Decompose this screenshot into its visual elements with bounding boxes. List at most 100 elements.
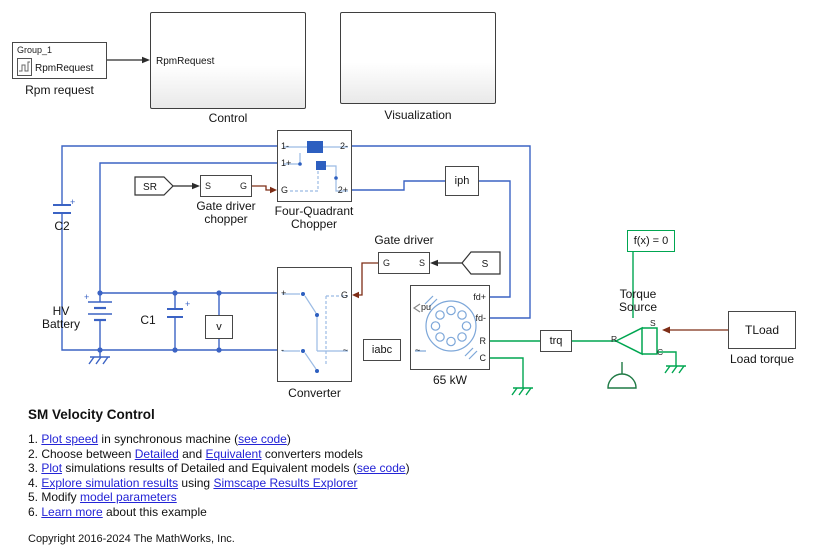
port-label-c: C [657, 347, 664, 357]
wire-torquesource-c-ground[interactable] [658, 351, 677, 366]
link-see-code-2[interactable]: see code [356, 461, 406, 476]
gate-driver-chopper-block[interactable]: S G [200, 175, 252, 197]
link-learn-more[interactable]: Learn more [41, 504, 103, 519]
motor-label: 65 kW [432, 373, 467, 387]
note-text: about this example [102, 504, 207, 519]
copyright-text: Copyright 2016-2024 The MathWorks, Inc. [28, 533, 235, 545]
note-text: simulations results of Detailed and Equi… [62, 461, 357, 476]
note-text: converters models [261, 446, 363, 461]
synchronous-machine-block[interactable]: pu ~ fd+ fd- R C [410, 285, 490, 370]
converter-icon [282, 292, 348, 373]
hv-battery-label: HV Battery [41, 304, 80, 331]
note-item-4: 4. Explore simulation results using Sims… [28, 476, 798, 491]
c1-label: C1 [140, 313, 156, 327]
mechanical-ground-icon-1[interactable] [511, 387, 533, 396]
wire-gatedriver-converter-g[interactable] [359, 262, 378, 296]
trq-sensor-block[interactable]: trq [540, 330, 572, 352]
port-label-g: G [340, 290, 348, 300]
arrowhead [352, 291, 359, 299]
capacitor-c2-icon[interactable] [53, 204, 71, 214]
port-label-plus: + [281, 288, 287, 298]
tload-block[interactable]: TLoad [728, 311, 796, 349]
link-plot-speed[interactable]: Plot speed [41, 432, 99, 446]
capacitor-c1-icon[interactable] [167, 293, 183, 350]
visualization-block[interactable] [340, 12, 496, 104]
note-item-1: 1. Plot speed in synchronous machine (se… [28, 432, 798, 447]
wire-motor-c-ground[interactable] [490, 357, 524, 388]
iabc-sensor-block[interactable]: iabc [363, 339, 401, 361]
rpm-request-block[interactable]: Group_1 RpmRequest [12, 42, 107, 79]
sr-tag-shape[interactable] [134, 176, 174, 196]
port-label-pu: pu [421, 302, 432, 312]
wire-bottom-rail[interactable] [61, 213, 277, 351]
port-label-minus: - [281, 345, 284, 355]
plus-sign: + [84, 292, 90, 302]
port-label-g: G [383, 258, 391, 268]
port-label-s: S [650, 318, 656, 328]
link-equivalent[interactable]: Equivalent [205, 446, 262, 461]
link-simscape-results-explorer[interactable]: Simscape Results Explorer [213, 475, 358, 490]
mechanical-ground-icon-2[interactable] [664, 365, 686, 374]
gate-driver-chopper-label: Gate driver chopper [196, 199, 256, 226]
wire-chopper-1minus-c2[interactable] [61, 145, 277, 205]
port-label-fdplus: fd+ [473, 292, 486, 302]
torque-source-block[interactable]: S R C [610, 318, 668, 362]
link-explore-simulation-results[interactable]: Explore simulation results [41, 475, 179, 490]
s-tag-label: S [481, 259, 489, 270]
motor-icon [412, 295, 478, 360]
electrical-ground-icon[interactable] [88, 350, 110, 365]
torque-source-icon[interactable] [614, 326, 658, 356]
note-text: 4. [28, 475, 42, 490]
four-quadrant-chopper-label: Four-Quadrant Chopper [274, 204, 354, 231]
reference-dome-icon[interactable] [607, 362, 637, 389]
control-label: Control [208, 111, 248, 125]
wire-chopper-2minus-fdminus[interactable] [352, 145, 531, 319]
port-label-ac: ~ [342, 345, 348, 355]
port-label-r: R [611, 334, 618, 344]
port-label-g: G [239, 181, 247, 191]
solver-block[interactable]: f(x) = 0 [627, 230, 675, 252]
voltage-sensor-block[interactable]: v [205, 315, 233, 339]
iph-label: iph [454, 175, 470, 187]
link-plot[interactable]: Plot [41, 461, 63, 476]
arrowhead [192, 182, 200, 190]
iph-sensor-block[interactable]: iph [445, 166, 479, 196]
link-model-parameters[interactable]: model parameters [80, 490, 177, 505]
arrowhead [662, 326, 670, 334]
note-item-5: 5. Modify model parameters [28, 490, 798, 505]
voltage-sensor-label: v [216, 321, 222, 333]
arrowhead [270, 186, 277, 194]
wire-gatedriver-chopper-g[interactable] [252, 185, 270, 191]
wire-iph-fdplus[interactable] [479, 180, 511, 298]
gate-driver-title: Gate driver [374, 233, 434, 247]
notes-heading: SM Velocity Control [28, 407, 155, 422]
note-text: and [178, 446, 206, 461]
port-label-1plus: 1+ [281, 158, 292, 168]
junction-dots [97, 290, 222, 353]
note-text: 1. [28, 432, 42, 446]
wire-chopper-2plus-iph[interactable] [352, 180, 445, 191]
group-label: Group_1 [17, 45, 53, 55]
control-block[interactable]: RpmRequest [150, 12, 306, 109]
gate-driver-block[interactable]: G S [378, 252, 430, 274]
note-text: 5. Modify [28, 490, 81, 505]
link-see-code-1[interactable]: see code [238, 432, 287, 446]
plus-sign: + [70, 197, 76, 207]
note-text: in synchronous machine ( [98, 432, 239, 446]
port-label-1minus: 1- [281, 141, 290, 151]
port-label-s: S [205, 181, 212, 191]
s-tag-shape[interactable] [461, 251, 501, 275]
sr-tag-label: SR [143, 182, 157, 193]
converter-block[interactable]: + - G ~ [277, 267, 352, 382]
four-quadrant-chopper-block[interactable]: 1- 1+ G 2- 2+ [277, 130, 352, 202]
iabc-label: iabc [371, 344, 393, 356]
torque-source-label: Torque Source [618, 287, 658, 314]
note-item-2: 2. Choose between Detailed and Equivalen… [28, 447, 798, 462]
wire-chopper-1plus-battery[interactable] [99, 162, 277, 293]
link-detailed[interactable]: Detailed [134, 446, 179, 461]
load-torque-label: Load torque [729, 352, 795, 366]
plus-sign: + [185, 299, 191, 309]
solver-label: f(x) = 0 [633, 235, 669, 247]
